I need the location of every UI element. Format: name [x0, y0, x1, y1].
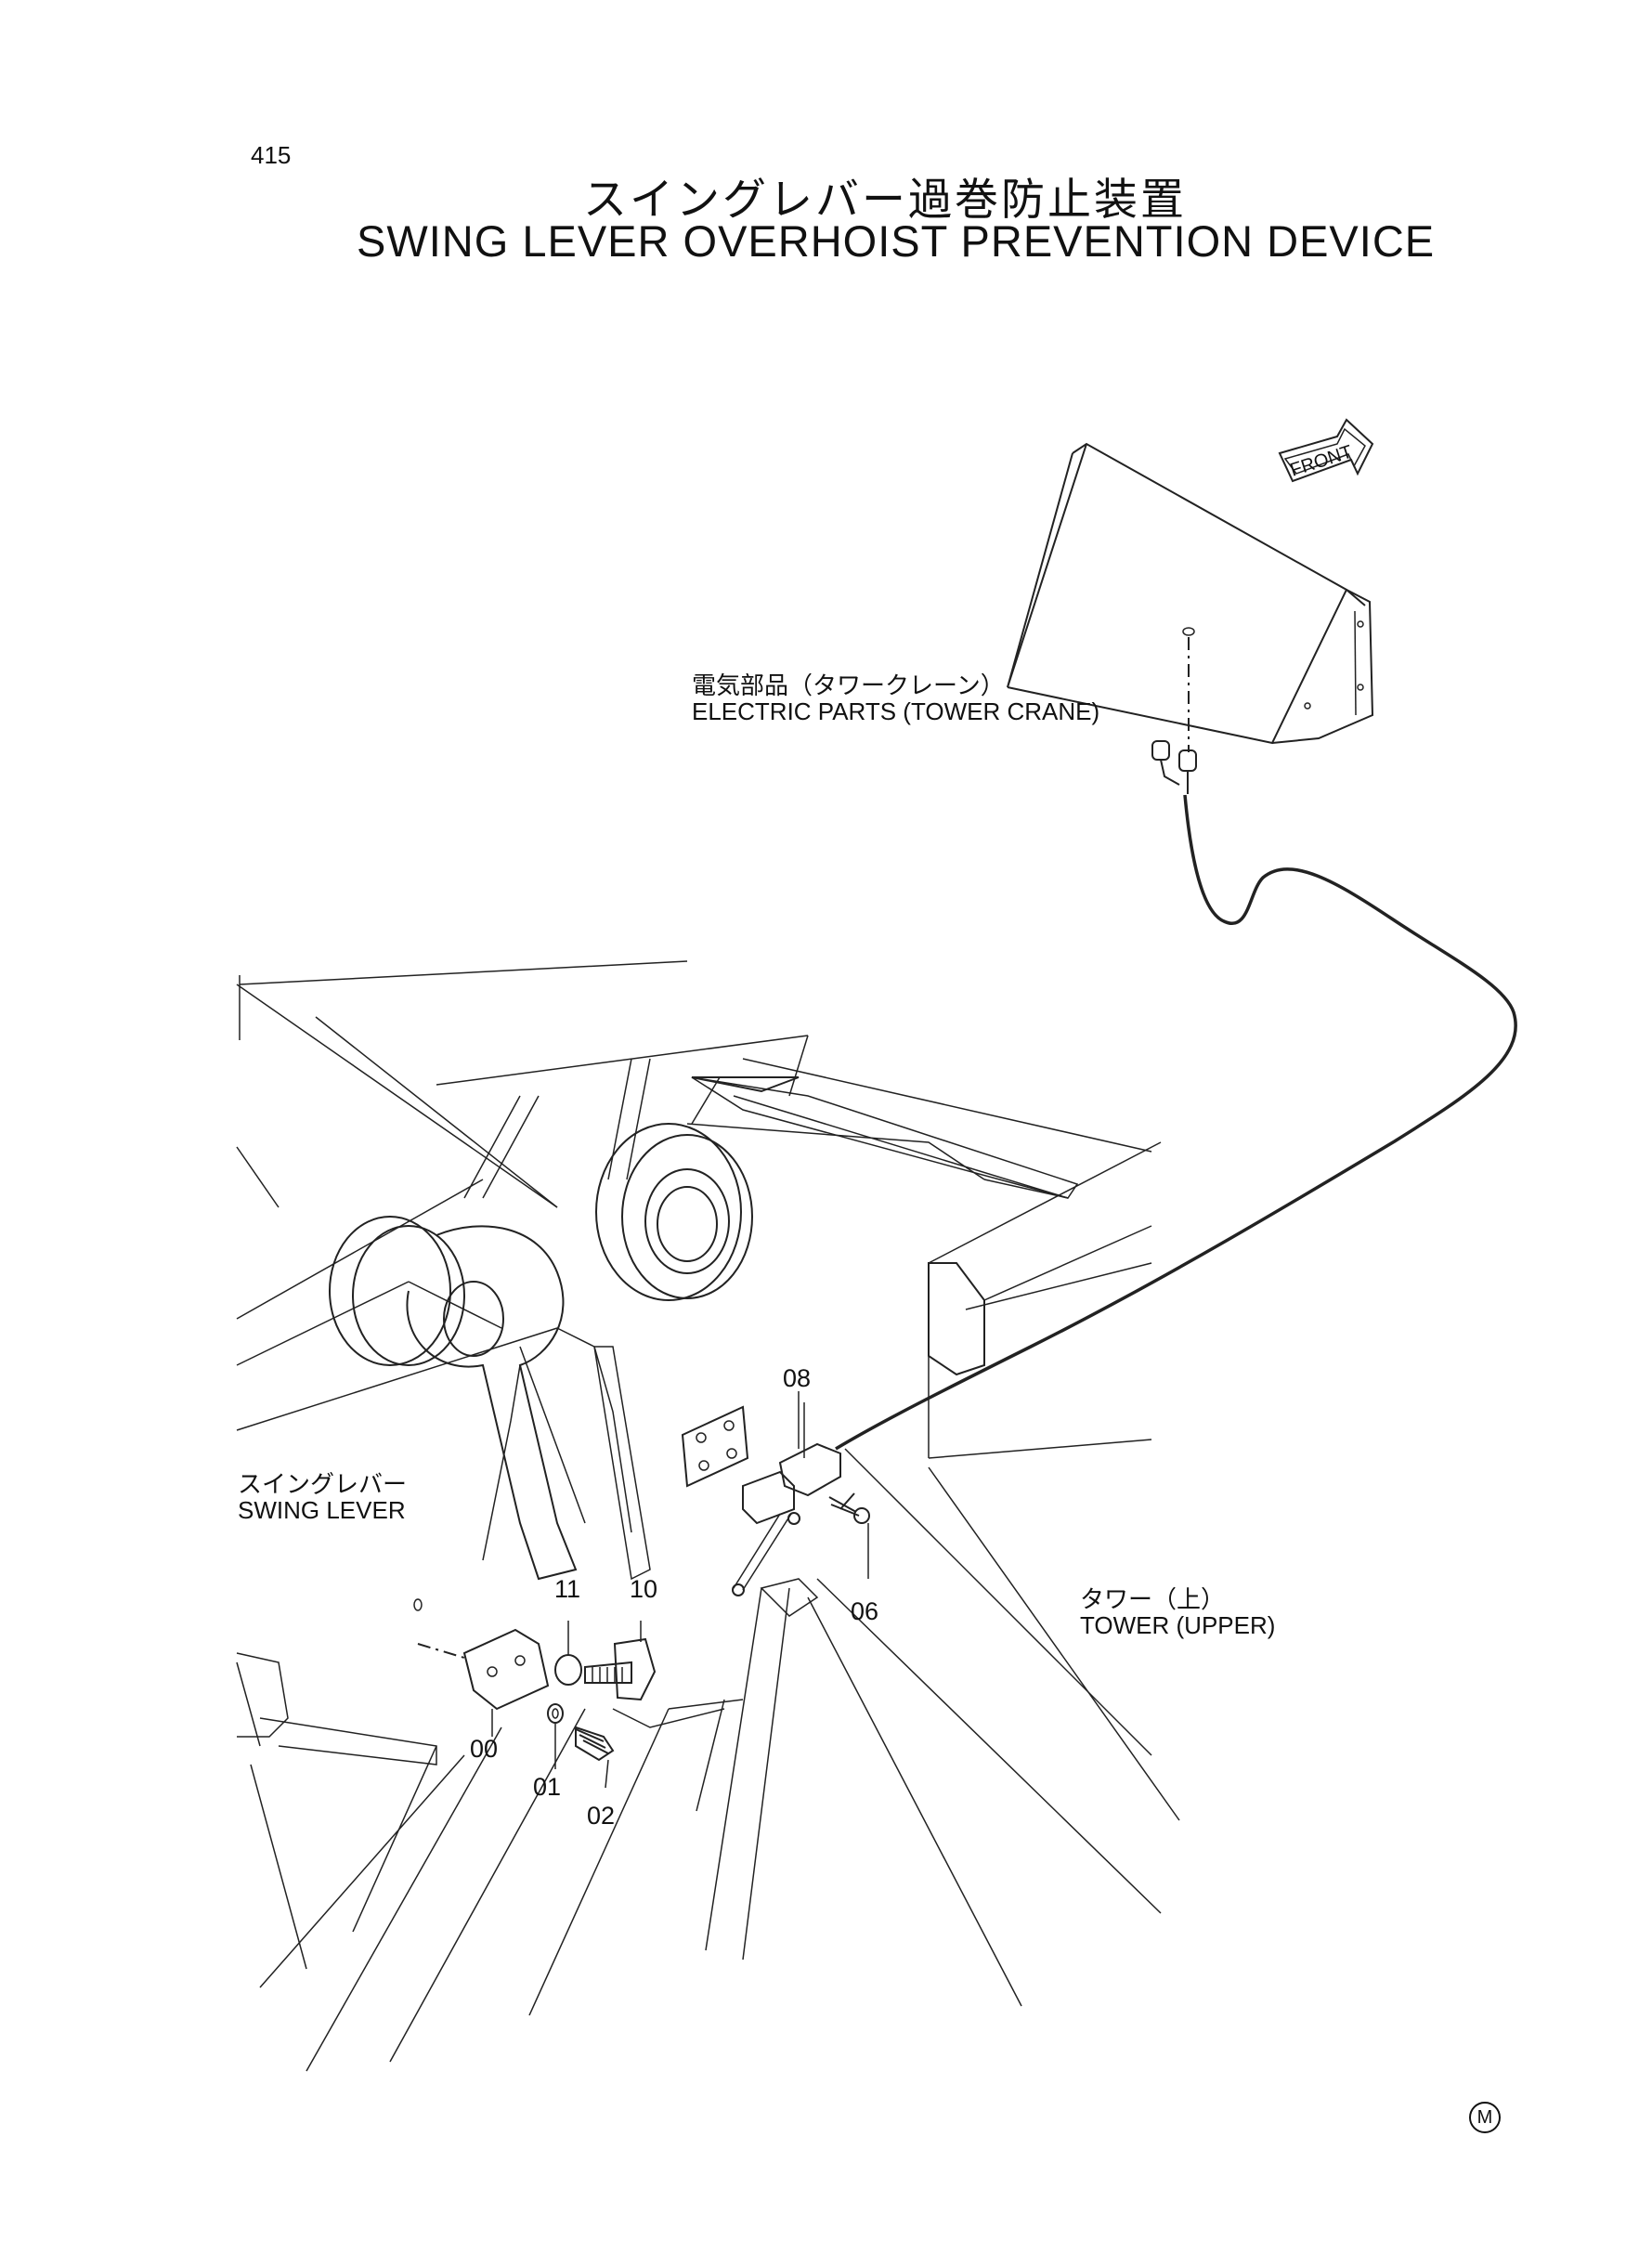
limit-switch-assembly [681, 1402, 870, 1596]
tower-upper-label-jp: タワー（上） [1080, 1585, 1226, 1613]
swing-lever-label-en: SWING LEVER [238, 1496, 406, 1524]
swing-lever-label-jp: スイングレバー [238, 1470, 408, 1498]
tower-upper-label-en: TOWER (UPPER) [1080, 1611, 1276, 1639]
callout-01: 01 [533, 1773, 562, 1801]
electric-parts-box [1007, 442, 1374, 752]
sheave-lower [329, 1216, 465, 1366]
electric-parts-label-jp: 電気部品（タワークレーン） [692, 671, 1005, 699]
callout-02: 02 [587, 1802, 616, 1830]
corner-mark-icon: M [1469, 2102, 1501, 2133]
swing-lever-link [406, 1225, 651, 1581]
front-arrow-icon: FRONT [1278, 418, 1374, 483]
callout-10: 10 [630, 1575, 658, 1603]
callout-11: 11 [554, 1575, 581, 1603]
callout-00: 00 [470, 1735, 499, 1763]
electric-parts-label-en: ELECTRIC PARTS (TOWER CRANE) [692, 697, 1100, 725]
cable [835, 794, 1517, 1451]
connector-plugs [1151, 740, 1197, 794]
sheave-upper [595, 1123, 753, 1301]
bracket-fastener-assembly [413, 1598, 657, 1789]
tower-structure [236, 960, 1180, 2072]
callout-08: 08 [783, 1364, 812, 1392]
title-japanese: スイングレバー過巻防止装置 [583, 175, 1187, 224]
callout-06: 06 [851, 1597, 879, 1625]
title-english: SWING LEVER OVERHOIST PREVENTION DEVICE [357, 216, 1436, 266]
page-number: 415 [251, 141, 292, 169]
